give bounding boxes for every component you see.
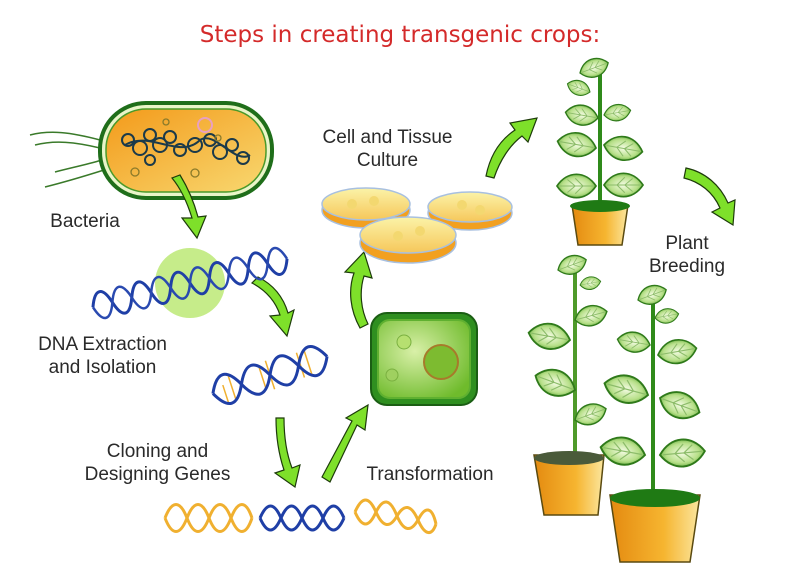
arrow-to-transformation: [321, 403, 369, 483]
step-label-bacteria: Bacteria: [30, 210, 140, 233]
step-label-dna-extraction: DNA Extraction and Isolation: [10, 333, 195, 379]
potted-plant-icon-back: [525, 250, 611, 516]
potted-plant-icon-front: [597, 280, 707, 563]
step-label-transformation: Transformation: [345, 463, 515, 486]
cell-culture-label-line2: Culture: [356, 150, 419, 171]
petri-dishes-icon: [321, 187, 513, 264]
bacteria-icon: [29, 101, 274, 200]
arrow-transformation-to-culture: [343, 250, 373, 329]
arrow-plant-breeding: [683, 167, 736, 227]
dna-fragment-icon: [211, 345, 329, 405]
potted-plant-icon-top: [554, 53, 646, 246]
recombinant-dna-icon: [163, 498, 438, 534]
arrow-bacteria-to-dna: [170, 174, 207, 240]
bacteria-label-text: Bacteria: [50, 211, 120, 232]
dna-extraction-icon: [91, 246, 289, 320]
dna-extraction-label-line2: and Isolation: [48, 357, 157, 378]
plant-cell-icon: [370, 312, 478, 406]
cell-culture-label-line1: Cell and Tissue: [322, 127, 453, 148]
transformation-label-text: Transformation: [366, 464, 494, 485]
diagram-title: Steps in creating transgenic crops:: [199, 22, 601, 48]
plant-breeding-label-line2: Breeding: [648, 256, 726, 277]
step-label-plant-breeding: Plant Breeding: [632, 232, 742, 278]
arrow-culture-to-plant: [485, 117, 538, 179]
cloning-label-line2: Designing Genes: [84, 464, 231, 485]
arrow-cloning-down: [273, 417, 301, 489]
arrow-dna-to-cloning: [251, 276, 295, 338]
cloning-label-line1: Cloning and: [106, 441, 209, 462]
plant-breeding-label-line1: Plant: [665, 233, 709, 254]
step-label-cloning: Cloning and Designing Genes: [60, 440, 255, 486]
dna-extraction-label-line1: DNA Extraction: [38, 334, 167, 355]
step-label-cell-culture: Cell and Tissue Culture: [300, 126, 475, 172]
